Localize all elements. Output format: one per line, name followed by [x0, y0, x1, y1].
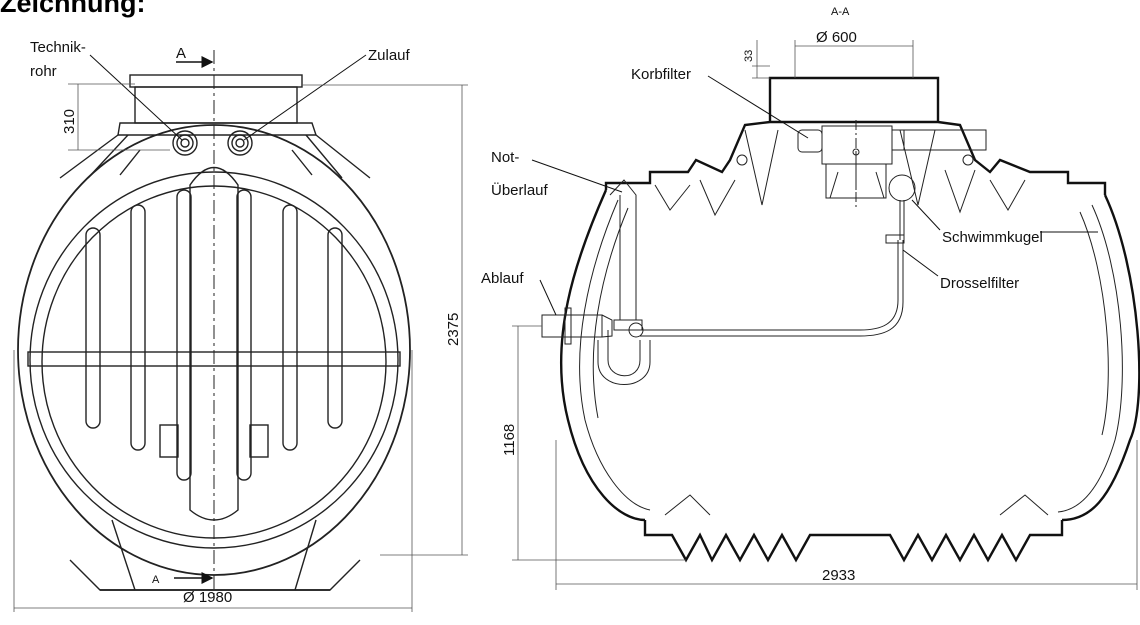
ablauf-leader [539, 279, 557, 316]
section-top-wall [604, 120, 1107, 195]
korbfilter-body [821, 125, 893, 165]
section-outer-shell [559, 189, 1140, 522]
technik-label-line2: rohr [30, 63, 57, 80]
front-inner-ring [29, 171, 399, 549]
section-view [559, 76, 1140, 563]
front-ribs [85, 189, 343, 481]
float-hose [640, 200, 905, 337]
korbfilter-label: Korbfilter [631, 66, 691, 83]
not-label-line2: Überlauf [491, 181, 549, 199]
schwimmkugel-symbol [888, 174, 916, 202]
dim-600-text: Ø 600 [816, 29, 857, 46]
schwimmkugel-label: Schwimmkugel [942, 229, 1043, 246]
dim-2933 [555, 440, 1138, 590]
drawing-heading: Zeichnung: [0, 0, 146, 18]
drosselfilter-leader [902, 249, 939, 277]
dim-33 [752, 40, 770, 79]
dim-1980 [13, 350, 413, 612]
not-ueberlauf-pipe [597, 179, 651, 385]
technik-label-line1: Technik- [30, 39, 86, 56]
section-letter-bottom: A [152, 574, 160, 586]
section-title: A-A [831, 6, 850, 18]
dim-310 [68, 83, 170, 151]
ablauf-pipe [541, 314, 603, 338]
schwimmkugel-leader [911, 199, 941, 231]
section-marker-top: A [176, 45, 214, 68]
korbfilter-leader [707, 75, 809, 139]
drosselfilter-label: Drosselfilter [940, 275, 1019, 292]
dim-1168-text: 1168 [501, 424, 518, 456]
technik-pipe-symbol [172, 130, 198, 156]
ablauf-label: Ablauf [481, 270, 524, 287]
dim-2933-text: 2933 [822, 567, 855, 584]
dim-1168 [512, 325, 686, 561]
dim-2375-text: 2375 [445, 313, 462, 346]
dim-2375 [302, 84, 468, 556]
front-dome [129, 74, 303, 88]
section-letter-top: A [176, 45, 186, 62]
technik-leader [89, 54, 183, 141]
not-label-line1: Not- [491, 149, 519, 166]
zulauf-label: Zulauf [368, 47, 411, 64]
front-center-rib [189, 167, 239, 521]
section-dome [768, 76, 940, 122]
section-marker-bottom: A [152, 572, 214, 586]
zulauf-pipe-symbol [227, 130, 253, 156]
front-view [17, 50, 411, 600]
dim-310-text: 310 [61, 109, 78, 134]
section-bottom [643, 520, 1064, 563]
dim-33-text: 33 [743, 50, 755, 62]
section-inner-details [541, 120, 1123, 516]
dim-600 [794, 40, 914, 78]
zulauf-leader [243, 54, 367, 141]
dim-1980-text: Ø 1980 [183, 589, 232, 606]
not-leader [531, 159, 623, 193]
